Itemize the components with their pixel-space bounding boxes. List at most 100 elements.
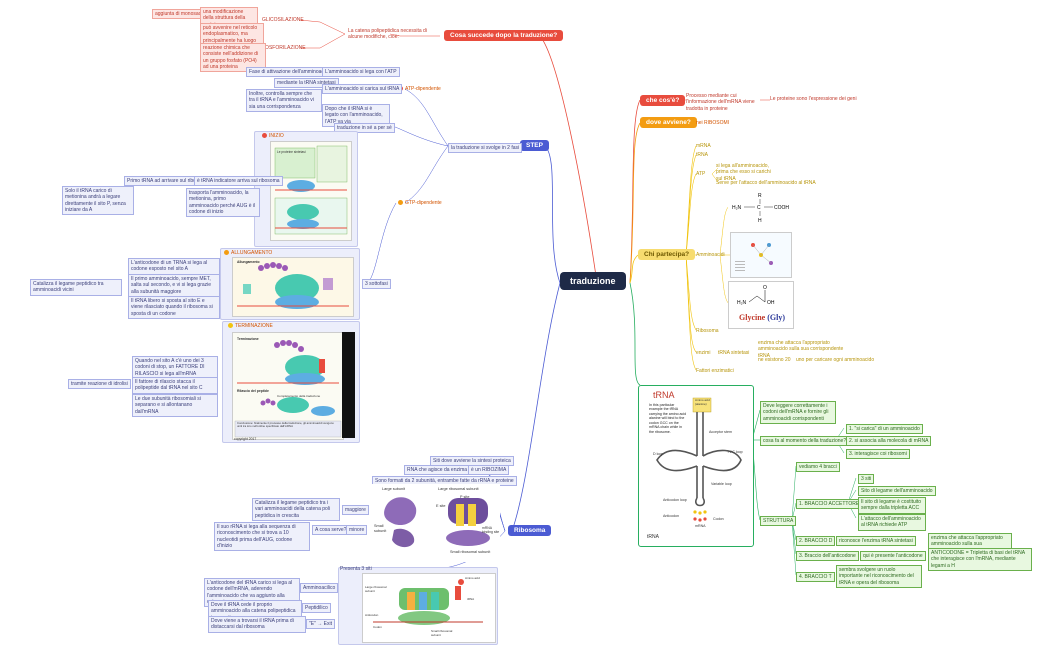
node-trna-cosa-fa[interactable]: cosa fa al momento della traduzione?	[760, 436, 850, 447]
node-sintetasi-enzima[interactable]: enzima che attacca l'appropriato amminoa…	[758, 340, 844, 359]
node-riconosce-sintetasi[interactable]: riconosce l'enzima tRNA sintetasi	[836, 536, 916, 547]
node-anticodone-definizione[interactable]: ANTICODONE = Tripletta di basi del tRNA …	[928, 548, 1032, 571]
trna-dloop-label: D loop	[653, 452, 664, 456]
node-maggiore-catalizza[interactable]: Catalizza il legame peptidico tra i vari…	[252, 498, 340, 521]
node-uno-per-amminoacido[interactable]: uno per caricare ogni amminoacido	[796, 357, 875, 363]
tre-siti-anticodon-label: Anticodon	[365, 613, 379, 617]
node-fattori-enzimatici[interactable]: Fattori enzimatici	[696, 368, 734, 374]
node-atp[interactable]: ATP	[696, 171, 706, 177]
node-aa-lega-atp[interactable]: L'amminoacido si lega con l'ATP	[322, 67, 400, 78]
node-tre-sottofasi[interactable]: 3 sottofasi	[362, 279, 391, 290]
node-tre-siti[interactable]: 3 siti	[858, 474, 875, 485]
node-ribosoma-partecipa[interactable]: Ribosoma	[696, 328, 719, 334]
node-ribozima[interactable]: è un RIBOZIMA	[468, 465, 510, 476]
node-mrna[interactable]: mRNA	[696, 143, 711, 149]
node-rna-enzima[interactable]: RNA che agisce da enzima	[404, 465, 471, 476]
node-aa-carica[interactable]: L'amminoacido si carica sul tRNA	[322, 84, 403, 95]
node-trna-indicatore[interactable]: è tRNA indicatore arriva sul ribosoma	[194, 176, 283, 187]
aminoacid-chart-image	[730, 232, 792, 278]
node-due-fasi[interactable]: la traduzione si svolge in 2 fasi	[448, 143, 523, 154]
trna-figure-description: In this particular example the tRNA carr…	[649, 403, 687, 434]
node-trna-interagisce[interactable]: 3. interagisce coi ribosomi	[846, 449, 910, 460]
node-chi-partecipa[interactable]: Chi partecipa?	[638, 249, 696, 260]
node-exit-desc[interactable]: Dove viene a trovarsi il tRNA prima di d…	[208, 616, 306, 633]
node-minore-rrna[interactable]: Il suo rRNA si lega alla sequenza di ric…	[214, 522, 310, 551]
node-allu-met[interactable]: Il primo amminoacido, sempre MET, salta …	[128, 274, 220, 297]
svg-text:OH: OH	[767, 300, 775, 306]
large-subunit-label: Large subunit	[382, 487, 406, 491]
node-reazione-idrolisi[interactable]: tramite reazione di idrolisi	[68, 379, 131, 390]
node-quattro-bracci[interactable]: vediamo 4 bracci	[796, 462, 840, 473]
node-tripletta-acc[interactable]: Il sito di legame è costituito sempre da…	[858, 497, 926, 514]
rilascio-peptide-label: Rilascio del peptide	[237, 389, 269, 393]
node-catena-modifiche[interactable]: La catena polipeptidica necessita di alc…	[348, 28, 427, 41]
node-struttura[interactable]: STRUTTURA	[760, 516, 797, 527]
node-gruppo-fosfato[interactable]: reazione chimica che consiste nell'addiz…	[200, 43, 266, 72]
trna-anticodon-label: Anticodon	[663, 514, 679, 518]
node-trna[interactable]: tRNA	[696, 152, 708, 158]
root-node[interactable]: traduzione	[560, 272, 626, 290]
node-presente-anticodone[interactable]: qui è presente l'anticodone	[860, 551, 926, 562]
node-maggiore[interactable]: maggiore	[342, 505, 369, 516]
node-fattore-rilascio[interactable]: Il fattore di rilascio stacca il polipep…	[132, 377, 218, 394]
node-glicosilazione[interactable]: GLICOSILAZIONE	[262, 17, 304, 23]
node-braccio-t[interactable]: 4. BRACCIO T	[796, 572, 835, 583]
p-site-label: P site	[460, 495, 470, 499]
node-fosforilazione[interactable]: FOSFORILAZIONE	[262, 45, 306, 51]
node-peptidilico[interactable]: Peptidilico	[302, 603, 331, 614]
node-atp-lega[interactable]: si lega all'amminoacido, prima che esso …	[716, 163, 771, 182]
allungamento-figure: Allungamento	[232, 257, 354, 317]
ribosome-subunits-figure: Large subunit Small subunit Large riboso…	[372, 484, 500, 562]
node-traduzione-in-se[interactable]: traduzione in sé a per sé	[334, 123, 395, 134]
node-catalizza-legame[interactable]: Catalizza il legame peptidico tra ammino…	[30, 279, 122, 296]
node-enzimi[interactable]: enzimi	[696, 350, 711, 356]
node-allu-sito-e[interactable]: Il tRNA libero si sposta al sito E e vie…	[128, 296, 220, 319]
node-trna-si-carica[interactable]: 1. "si carica" di un amminoacido	[846, 424, 923, 435]
node-solo-metionina[interactable]: Solo il tRNA carico di metionina andrà a…	[62, 186, 134, 215]
trna-anticodon-loop-label: Anticodon loop	[663, 498, 687, 502]
node-fase-attivazione[interactable]: Fase di attivazione dell'amminoacido	[246, 67, 334, 78]
node-proteine-geni[interactable]: Le proteine sono l'espressione dei geni	[770, 96, 857, 102]
node-trna-si-associa[interactable]: 2. si associa alla molecola di mRNA	[846, 436, 932, 447]
trna-figure-panel[interactable]: tRNA In this particular example the tRNA…	[638, 385, 754, 547]
node-ribosoma[interactable]: Ribosoma	[508, 525, 552, 536]
node-ne-esistono-20[interactable]: ne esistono 20	[758, 357, 791, 363]
node-amminoacidi[interactable]: Amminoacidi	[696, 252, 725, 258]
trna-title: tRNA	[653, 390, 675, 400]
node-dove-avviene[interactable]: dove avviene?	[640, 117, 697, 128]
node-braccio-d[interactable]: 2. BRACCIO D	[796, 536, 836, 547]
inizio-figure: Le proteine sintetasi	[270, 141, 352, 241]
node-dopo-traduzione[interactable]: Cosa succede dopo la traduzione?	[444, 30, 564, 41]
trna-mrna-label: mRNA	[695, 524, 706, 528]
small-ribosomal-label: Small ribosomal subunit	[450, 550, 491, 554]
allungamento-label: ALLUNGAMENTO	[224, 250, 272, 256]
node-braccio-t-ruolo[interactable]: sembra svolgere un ruolo importante nel …	[836, 565, 922, 588]
node-ribosomi[interactable]: nei RIBOSOMI	[696, 120, 730, 126]
node-subunita-separano[interactable]: Le due subunità ribosomiali si separano …	[132, 394, 218, 417]
node-allu-anticodone[interactable]: L'anticodone di un TRNA si lega al codon…	[128, 258, 220, 275]
node-gtp-dipendente[interactable]: GTP-dipendente	[398, 200, 442, 206]
tre-siti-codon-label: Codon	[373, 625, 382, 629]
node-mediante-sintetasi[interactable]: mediante la tRNA sintetasi	[274, 78, 339, 89]
node-trna-legge-codoni[interactable]: Deve leggere correttamente i codoni dell…	[760, 401, 836, 424]
svg-text:O: O	[763, 285, 767, 291]
node-trasporta-metionina[interactable]: trasporta l'amminoacido, la metionina, p…	[186, 188, 260, 217]
node-trna-sintetasi[interactable]: tRNA sintetasi	[718, 350, 750, 356]
node-che-cose[interactable]: che cos'è?	[640, 95, 686, 106]
node-a-cosa-serve[interactable]: A cosa serve?	[312, 525, 350, 536]
glycine-label: Glycine	[739, 313, 766, 322]
node-inoltre-controlla[interactable]: Inoltre, controlla sempre che tra il tRN…	[246, 89, 322, 112]
node-richiede-atp[interactable]: L'attacco dell'amminoacido al tRNA richi…	[858, 514, 926, 531]
aminoacid-structure-image: R H₂N C COOH H	[728, 190, 792, 226]
node-step[interactable]: STEP	[520, 140, 549, 151]
node-atp-attacco[interactable]: Serve per l'attacco dell'amminoacido al …	[716, 180, 816, 186]
node-braccio-accettore[interactable]: 1. BRACCIO ACCETTORE	[796, 499, 863, 510]
node-amminoacilico[interactable]: Amminoacilico	[300, 583, 339, 594]
node-sito-legame[interactable]: Sito di legame dell'amminoacido	[858, 486, 936, 497]
node-exit[interactable]: "E" → Exit	[306, 619, 335, 630]
node-atp-dipendente[interactable]: ATP-dipendente	[398, 86, 441, 92]
node-processo-informazione[interactable]: Processo mediante cui l'informazione del…	[686, 93, 755, 112]
node-minore[interactable]: minore	[346, 525, 368, 536]
node-codoni-stop[interactable]: Quando nel sito A c'è uno dei 3 codoni d…	[132, 356, 218, 379]
node-braccio-anticodone[interactable]: 3. Braccio dell'anticodone	[796, 551, 859, 562]
